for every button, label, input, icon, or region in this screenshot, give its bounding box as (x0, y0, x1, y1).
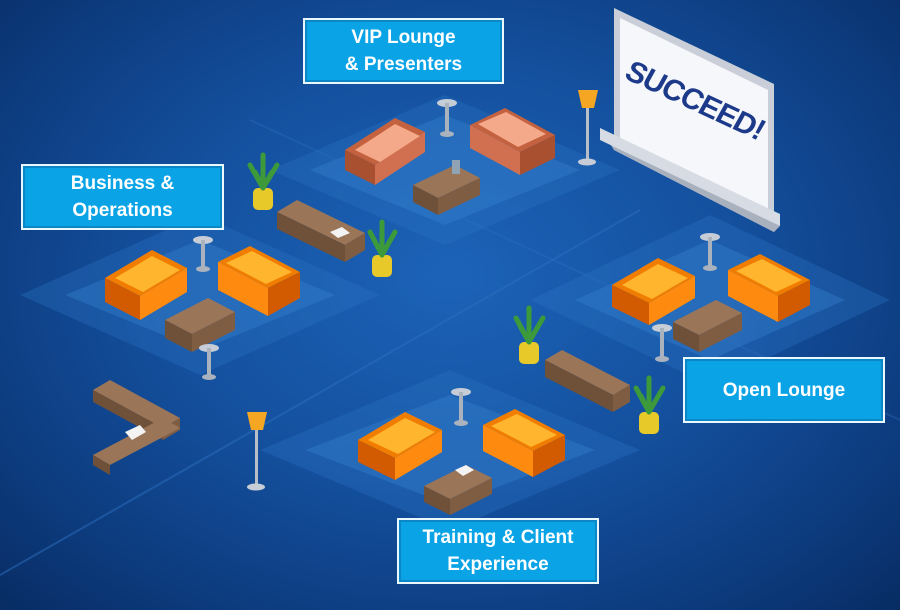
bench-middle (545, 350, 630, 412)
plant-4 (633, 375, 666, 434)
plant-1 (247, 152, 280, 210)
vip-lounge-furniture (345, 90, 598, 215)
open-sofa-right (728, 254, 810, 322)
zone-label-training-client-experience: Training & Client Experience (397, 518, 599, 584)
zone-label-vip-lounge: VIP Lounge & Presenters (303, 18, 504, 84)
zone-label-business-operations: Business & Operations (21, 164, 224, 230)
business-furniture (105, 236, 300, 380)
presentation-screen: SUCCEED! (600, 8, 780, 232)
open-coffee-table (673, 300, 742, 352)
training-sofa-right (483, 409, 565, 477)
plant-3 (513, 305, 546, 364)
business-floor (20, 215, 380, 375)
plants (247, 152, 666, 434)
training-furniture (247, 388, 565, 515)
business-side-table-1 (193, 236, 213, 272)
zone-label-open-lounge: Open Lounge (683, 357, 885, 423)
floor-divider (0, 209, 641, 576)
zone-label-line: Experience (447, 554, 549, 575)
open-side-table-1 (700, 233, 720, 271)
vip-floor-lamp (578, 90, 598, 166)
plant-2 (367, 219, 398, 277)
vip-sofa-left (345, 118, 425, 185)
training-floor-lamp (247, 412, 267, 491)
business-sofa-left (105, 250, 187, 320)
bench-corner (93, 380, 180, 475)
zone-label-line: Operations (72, 200, 173, 221)
training-coffee-table (424, 465, 492, 515)
training-side-table (451, 388, 471, 426)
zone-label-line: Business & (70, 173, 175, 194)
zone-label-line: Training & Client (422, 527, 574, 548)
zone-label-line: VIP Lounge (351, 27, 456, 48)
open-lounge-furniture (612, 233, 810, 362)
open-floor (530, 215, 890, 385)
business-sofa-right (218, 246, 300, 316)
business-coffee-table (165, 298, 235, 352)
open-side-table-2 (652, 324, 672, 362)
business-side-table-2 (199, 344, 219, 380)
bench-top (277, 200, 365, 262)
open-sofa-left (612, 258, 695, 325)
benches (93, 200, 630, 475)
vip-coffee-table (413, 160, 480, 215)
vip-side-table (437, 99, 457, 137)
training-sofa-left (358, 412, 442, 480)
zone-label-line: & Presenters (344, 54, 463, 75)
training-floor (260, 370, 640, 530)
vip-sofa-right (470, 108, 555, 175)
zone-label-line: Open Lounge (722, 379, 846, 401)
